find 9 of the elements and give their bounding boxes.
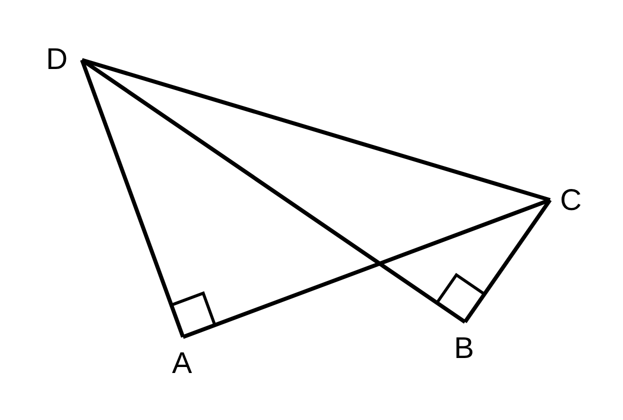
line-segment <box>463 198 552 324</box>
vertex-label: D <box>46 45 68 75</box>
line-segment <box>80 59 185 338</box>
vertex-label: C <box>560 186 582 216</box>
vertex-label: B <box>454 334 474 364</box>
line-segment <box>80 58 466 324</box>
line-segment <box>182 198 551 339</box>
vertex-label: A <box>172 349 192 379</box>
line-segment <box>81 58 551 202</box>
